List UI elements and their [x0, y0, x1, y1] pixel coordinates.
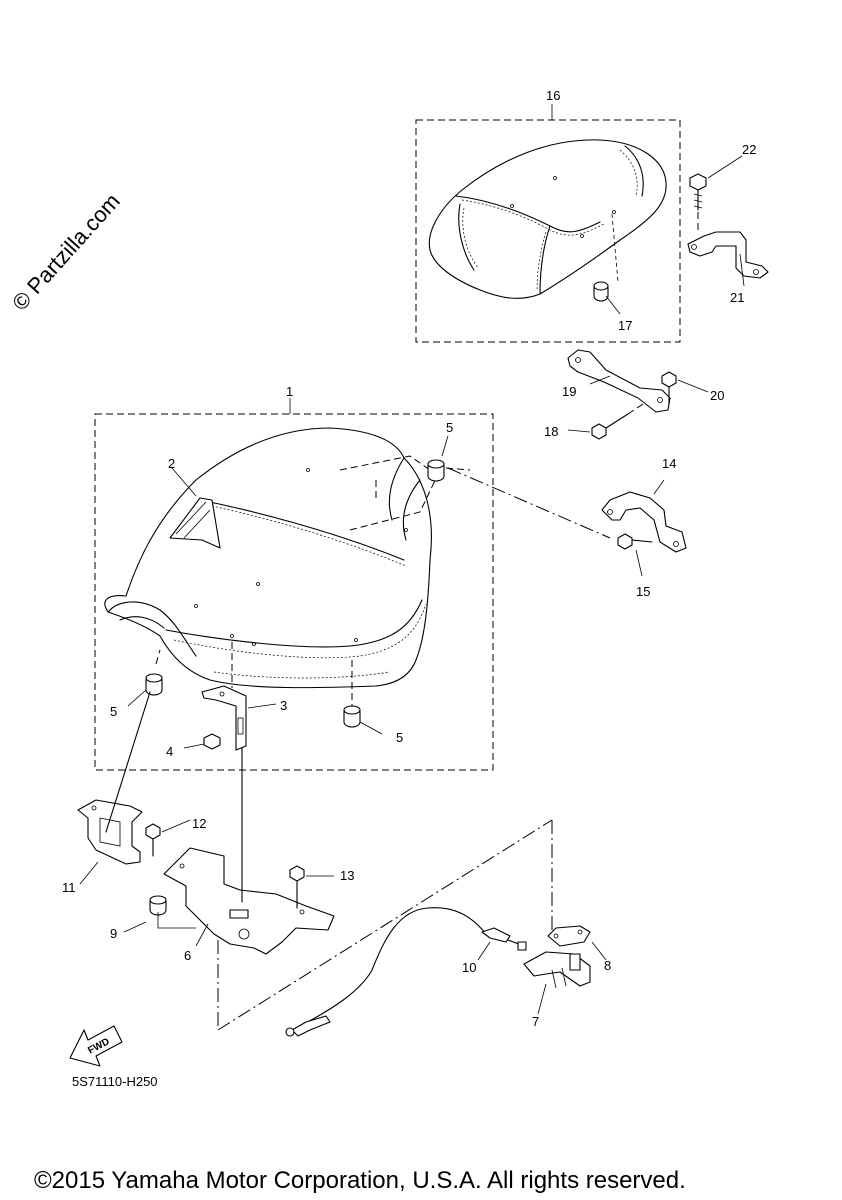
main-seat-group [94, 398, 494, 771]
bolt-13 [289, 865, 334, 909]
rear-bracket-14 [601, 479, 687, 553]
bolt-20 [661, 371, 709, 405]
callout-2: 2 [168, 456, 175, 471]
grommet-17 [593, 213, 621, 315]
copyright-notice: ©2015 Yamaha Motor Corporation, U.S.A. A… [34, 1167, 686, 1194]
seat-lock-cable-10 [217, 819, 553, 1037]
seat-bracket-19 [567, 349, 671, 413]
pillion-seat-group [415, 104, 681, 343]
seat-hook-3 [201, 642, 277, 751]
callout-1: 1 [286, 384, 293, 399]
bolt-15 [617, 533, 653, 577]
lock-base-6 [163, 747, 335, 1030]
watermark: © Partzilla.com [7, 188, 125, 315]
bolt-18 [567, 401, 647, 440]
callout-17: 17 [618, 318, 632, 333]
seat-lock-7 [523, 951, 591, 1015]
callout-16: 16 [546, 88, 560, 103]
callout-3: 3 [280, 698, 287, 713]
lock-plate-8 [547, 925, 607, 961]
bolt-22 [689, 155, 743, 234]
callout-20: 20 [710, 388, 724, 403]
pillion-seat [428, 139, 667, 299]
grommet-5-left [127, 649, 163, 707]
fwd-arrow-icon: FWD [69, 1025, 123, 1067]
callout-13: 13 [340, 868, 354, 883]
callout-4: 4 [166, 744, 173, 759]
callout-18: 18 [544, 424, 558, 439]
callout-7: 7 [532, 1014, 539, 1029]
grommet-5-right [343, 660, 383, 735]
front-bracket-11 [77, 691, 151, 885]
nut-4 [183, 733, 221, 750]
callout-14: 14 [662, 456, 676, 471]
callout-9: 9 [110, 926, 117, 941]
rider-seat [104, 427, 441, 689]
callout-15: 15 [636, 584, 650, 599]
callout-19: 19 [562, 384, 576, 399]
callout-21: 21 [730, 290, 744, 305]
rear-bracket-21 [687, 231, 769, 287]
callout-5-left: 5 [110, 704, 117, 719]
callout-12: 12 [192, 816, 206, 831]
callout-5-rear: 5 [446, 420, 453, 435]
grommet-5-rear [427, 435, 471, 482]
bolt-12 [145, 819, 191, 857]
callout-10: 10 [462, 960, 476, 975]
callout-22: 22 [742, 142, 756, 157]
callout-labels: 16 22 21 17 19 20 18 1 5 2 14 15 3 5 5 4… [62, 88, 756, 1029]
callout-8: 8 [604, 958, 611, 973]
callout-5-right: 5 [396, 730, 403, 745]
nut-9 [123, 895, 196, 933]
diagram-code: 5S71110-H250 [72, 1074, 158, 1089]
callout-11: 11 [62, 880, 76, 895]
callout-6: 6 [184, 948, 191, 963]
